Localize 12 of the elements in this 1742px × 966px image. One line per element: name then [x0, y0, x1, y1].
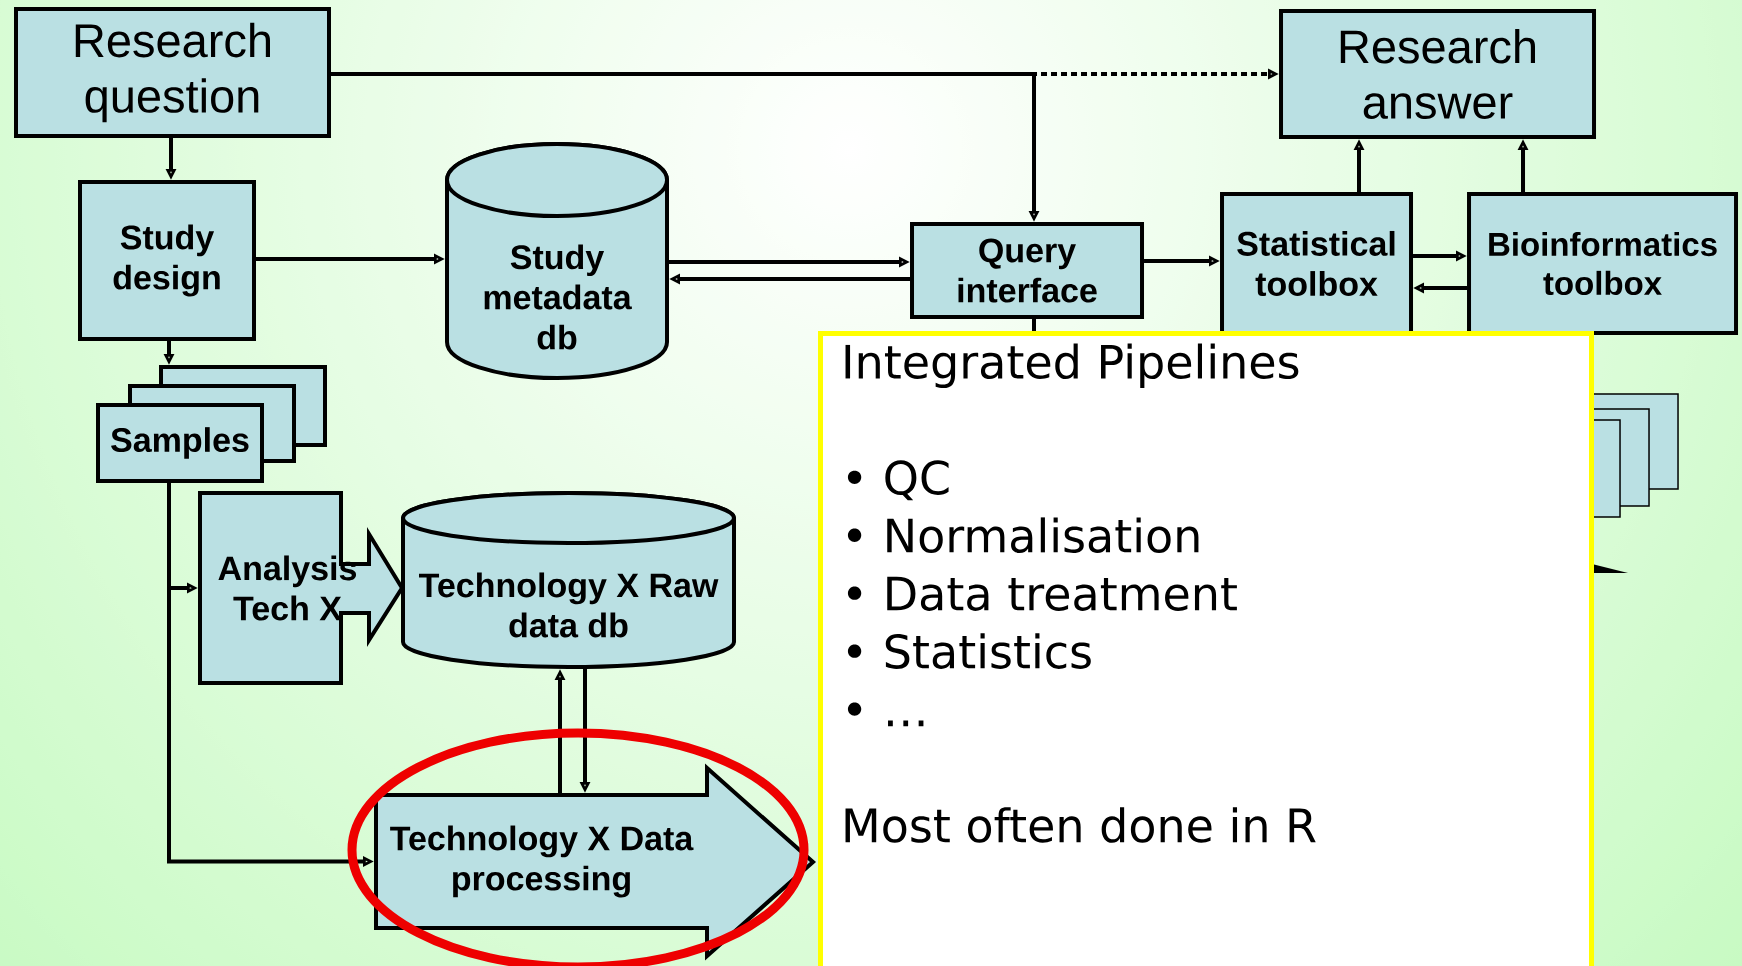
arrow-box: Analysis Tech X: [198, 491, 405, 685]
database-cylinder: Technology X Raw data db: [401, 491, 736, 669]
process-box: Research question: [14, 7, 331, 138]
database-cylinder: Study metadata db: [445, 142, 669, 380]
process-box: Bioinformatics toolbox: [1467, 192, 1738, 335]
text-box: Integrated Pipelines • QC • Normalisation • Data treatment • Statistics • … Most often done in R: [818, 331, 1594, 966]
process-box: Study design: [78, 180, 256, 341]
arrow-box: Technology X Data processing: [374, 763, 817, 961]
process-box: Statistical toolbox: [1220, 192, 1413, 335]
process-box: Query interface: [910, 222, 1144, 319]
process-box: Research answer: [1279, 9, 1596, 139]
document-stack: Samples: [96, 365, 327, 483]
